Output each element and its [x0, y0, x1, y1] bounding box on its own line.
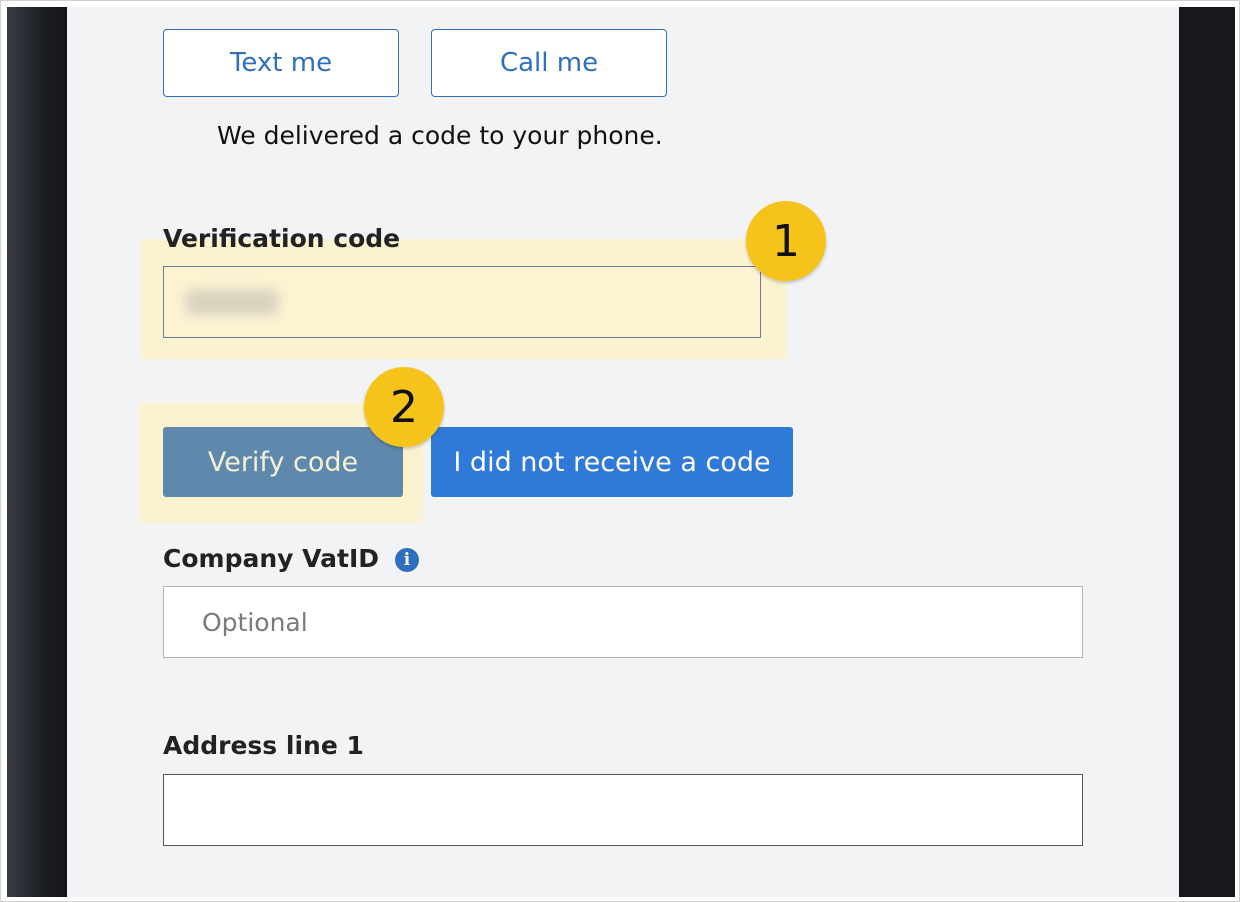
address-line-1-label: Address line 1 [163, 731, 364, 760]
call-me-button[interactable]: Call me [431, 29, 667, 97]
no-code-received-button[interactable]: I did not receive a code [431, 427, 793, 497]
address-line-1-input[interactable] [163, 774, 1083, 846]
text-me-button[interactable]: Text me [163, 29, 399, 97]
blurred-code-value [186, 289, 278, 315]
left-background-strip [7, 7, 67, 897]
step-badge-2: 2 [364, 367, 444, 447]
verify-code-button[interactable]: Verify code [163, 427, 403, 497]
right-background-strip [1179, 7, 1235, 897]
company-vatid-input[interactable]: Optional [163, 586, 1083, 658]
step-badge-1: 1 [746, 201, 826, 281]
verification-code-label: Verification code [163, 224, 401, 253]
verification-code-input[interactable] [163, 266, 761, 338]
code-delivered-message: We delivered a code to your phone. [217, 121, 663, 150]
vatid-placeholder: Optional [202, 607, 308, 637]
info-icon[interactable]: i [395, 548, 419, 572]
company-vatid-label: Company VatID [163, 544, 379, 573]
